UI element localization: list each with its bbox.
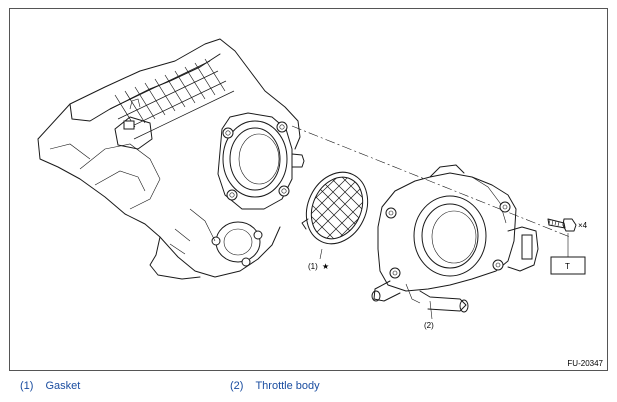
legend-number: (2): [230, 380, 244, 392]
legend-item-throttle-body: (2) Throttle body: [230, 380, 320, 392]
legend-label: Throttle body: [255, 380, 320, 392]
exploded-diagram: (1) ★ (2): [9, 8, 608, 371]
gasket: [301, 168, 373, 248]
bolt-quantity: ×4: [578, 221, 588, 230]
figure-id: FU-20347: [567, 359, 603, 368]
parts-legend: (1) Gasket (2) Throttle body: [20, 376, 617, 396]
replace-star-mark: ★: [322, 262, 329, 271]
legend-label: Gasket: [45, 380, 81, 392]
throttle-body: [371, 164, 539, 313]
alignment-centerline: [291, 125, 571, 238]
intake-manifold: [37, 38, 305, 280]
legend-item-gasket: (1) Gasket: [20, 380, 80, 392]
gasket-leader-line: [319, 248, 323, 260]
torque-label: T: [565, 262, 570, 271]
diagram-drawing: (1) ★ (2): [37, 38, 588, 330]
gasket-callout: (1): [308, 262, 318, 271]
bolt: [547, 218, 577, 232]
throttle-body-leader-line: [429, 300, 433, 320]
throttle-body-callout: (2): [424, 321, 434, 330]
legend-number: (1): [20, 380, 34, 392]
torque-box: [550, 256, 586, 275]
